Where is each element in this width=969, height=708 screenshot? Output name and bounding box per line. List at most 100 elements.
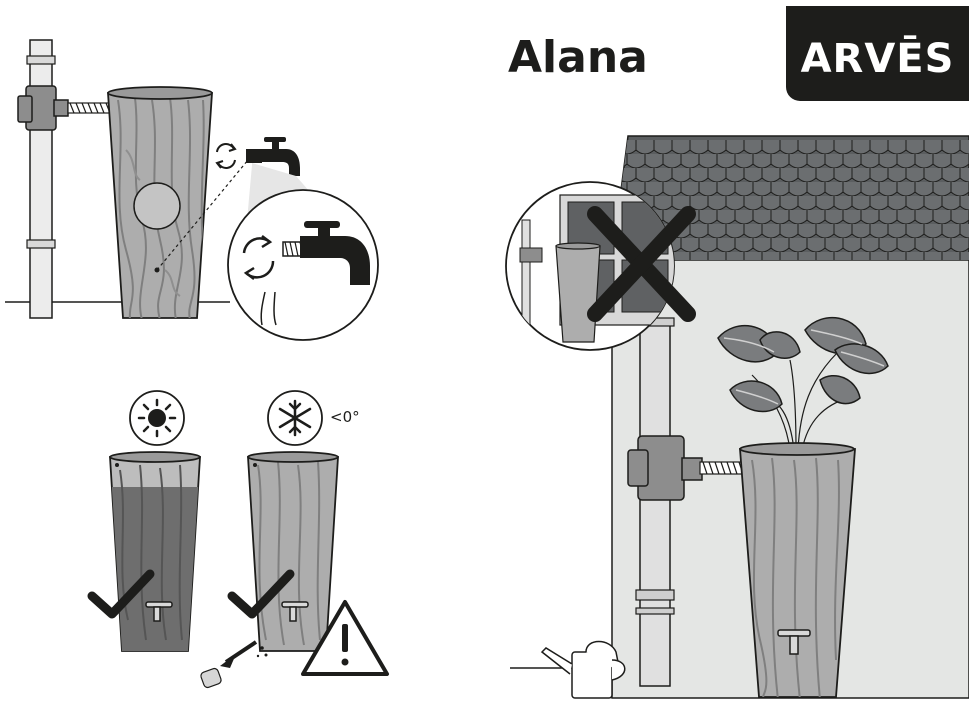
roof-tile [788, 182, 808, 197]
roof-tile [905, 168, 925, 183]
roof-tile [869, 252, 889, 260]
roof-tile [923, 252, 943, 260]
roof-tile [851, 224, 871, 239]
roof-tile [887, 168, 907, 183]
roof-tile [707, 196, 727, 211]
roof-tile [797, 196, 817, 211]
roof-tile [833, 196, 853, 211]
roof-tile [878, 154, 898, 169]
product-title: Alana [508, 32, 648, 83]
roof-tile [779, 252, 799, 260]
roof-tile [950, 154, 969, 169]
roof-tile [851, 196, 871, 211]
roof-tile [779, 224, 799, 239]
roof-tile [612, 168, 619, 183]
roof-tile [905, 224, 925, 239]
roof-tile [923, 224, 943, 239]
roof-tile [752, 210, 772, 225]
downpipe [29, 39, 53, 319]
x-mark-icon [587, 206, 696, 322]
roof-tile [734, 182, 754, 197]
roof-tile [878, 182, 898, 197]
roof-tile [923, 168, 943, 183]
roof-tile [833, 168, 853, 183]
roof-tile [725, 168, 745, 183]
roof-tile [932, 210, 952, 225]
roof-tile [779, 196, 799, 211]
roof-tile [833, 252, 853, 260]
frost-temperature-label: <0° [330, 408, 360, 426]
roof-tile [617, 168, 637, 183]
roof-tile [887, 224, 907, 239]
roof-tile [797, 168, 817, 183]
roof-tile [905, 140, 925, 155]
roof-tile [716, 154, 736, 169]
winter-panel [200, 390, 389, 689]
roof-tile [905, 196, 925, 211]
roof-tile [932, 154, 952, 169]
reverse-arrows-icon [215, 143, 237, 169]
roof-tile [788, 210, 808, 225]
roof-tile [932, 238, 952, 253]
roof-tile [959, 252, 969, 260]
snowflake-icon [267, 390, 323, 446]
roof-tile [752, 238, 772, 253]
roof-tile [761, 196, 781, 211]
roof-tile [734, 154, 754, 169]
roof-tile [689, 168, 709, 183]
roof-tile [824, 182, 844, 197]
roof-tile [671, 168, 691, 183]
roof-tile [824, 210, 844, 225]
roof-tile [941, 252, 961, 260]
roof-tile [725, 196, 745, 211]
roof-tile [725, 224, 745, 239]
roof-tile [887, 140, 907, 155]
full-barrel [109, 451, 201, 652]
roof-tile [851, 168, 871, 183]
warning-icon [301, 600, 389, 676]
roof-tile [770, 182, 790, 197]
roof-tile [896, 182, 916, 197]
roof-tile [743, 168, 763, 183]
roof-tile [797, 224, 817, 239]
roof-tile [842, 238, 862, 253]
step-marker [133, 182, 181, 230]
roof-tile [824, 238, 844, 253]
summer-panel [87, 390, 201, 652]
roof-tile [950, 210, 969, 225]
roof-tile [707, 224, 727, 239]
roof-tile [878, 238, 898, 253]
roof-tile [860, 210, 880, 225]
roof-tile [743, 196, 763, 211]
roof-tile [887, 252, 907, 260]
roof-tile [653, 140, 673, 155]
roof-tile [707, 168, 727, 183]
empty-barrel [247, 451, 339, 652]
roof-tile [779, 140, 799, 155]
roof-tile [896, 238, 916, 253]
roof-tile [698, 182, 718, 197]
brand-name: ARVĒS [800, 36, 955, 82]
roof-tile [923, 196, 943, 211]
rain-barrel [739, 442, 856, 698]
roof-tile [806, 154, 826, 169]
tap-detail-inset [227, 189, 379, 341]
wrong-placement-inset [505, 181, 696, 351]
roof-tile [914, 182, 934, 197]
roof-tile [923, 140, 943, 155]
roof-tile [626, 154, 646, 169]
roof-tile [689, 224, 709, 239]
roof-tile [635, 140, 655, 155]
plant [717, 316, 889, 451]
roof-tile [815, 168, 835, 183]
roof-tile [842, 210, 862, 225]
roof-tile [770, 154, 790, 169]
roof-tile [761, 224, 781, 239]
roof-tile [716, 182, 736, 197]
roof-tile [806, 182, 826, 197]
roof-tile [752, 182, 772, 197]
roof-tile [869, 168, 889, 183]
roof-tile [806, 238, 826, 253]
roof-tile [941, 196, 961, 211]
roof-tile [833, 140, 853, 155]
